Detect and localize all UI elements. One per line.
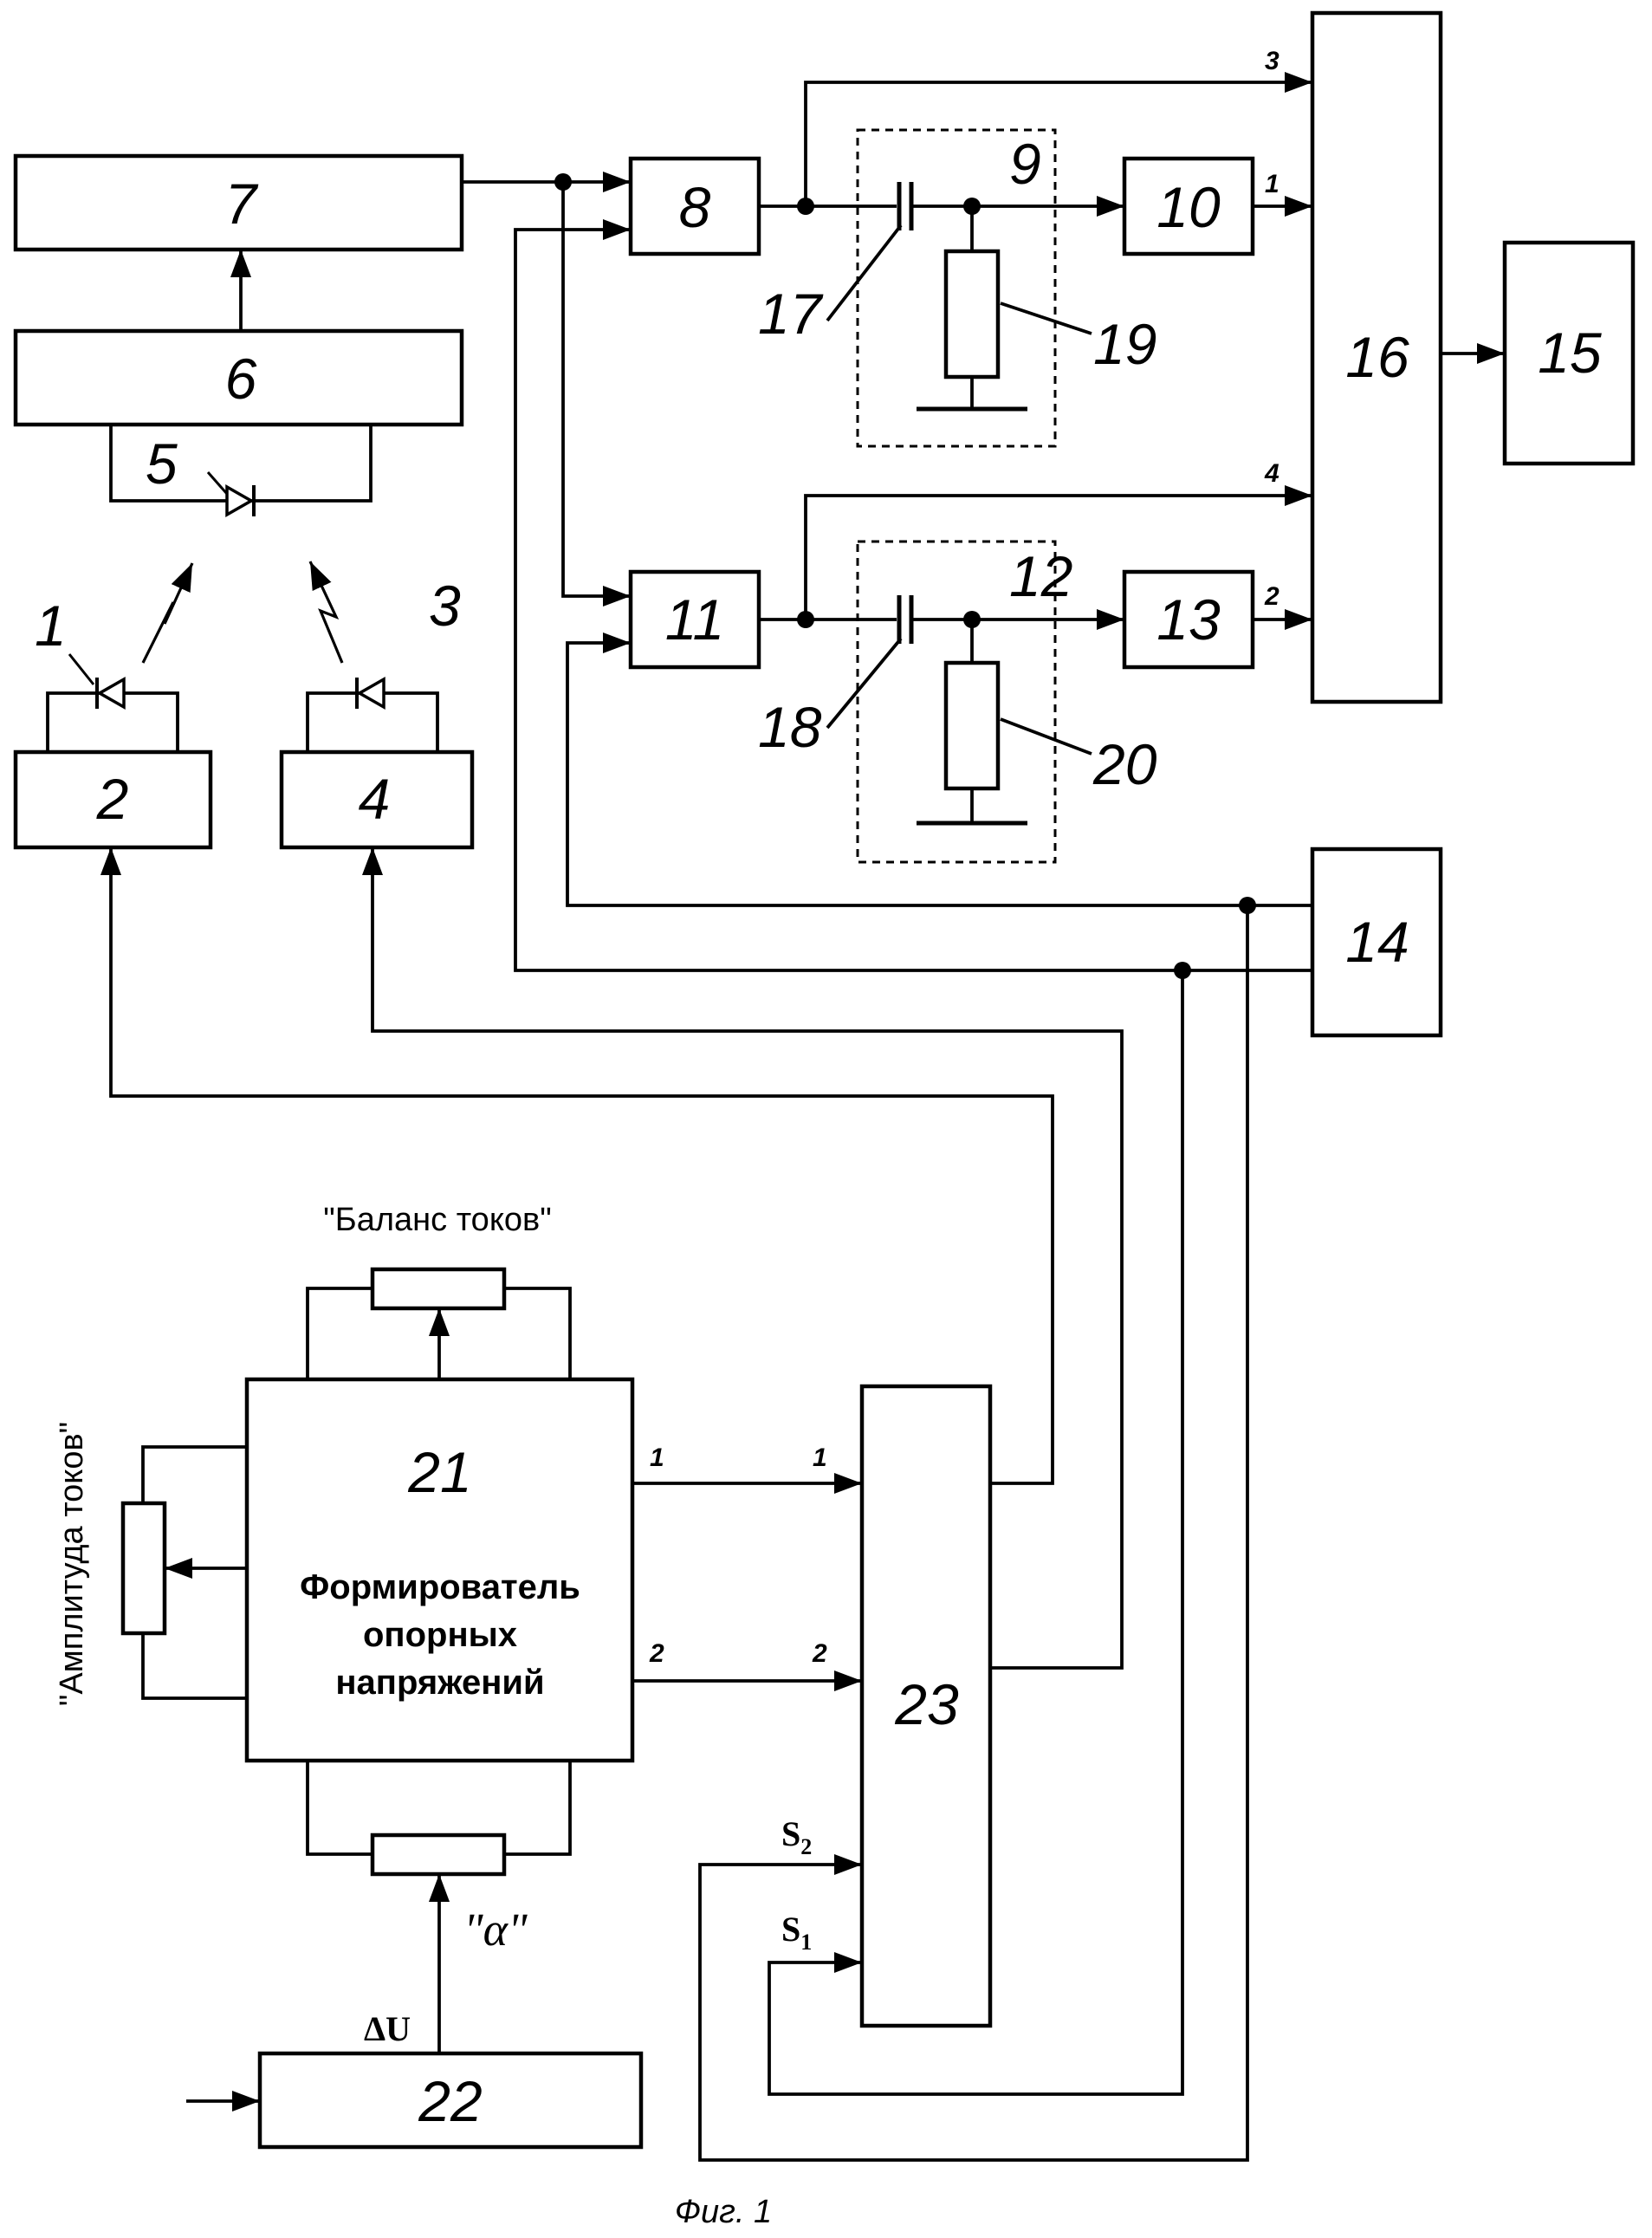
label-10: 10 [1156,175,1221,239]
pot-alpha [373,1835,504,1874]
label-19: 19 [1093,312,1156,376]
block21-line2: опорных [363,1616,517,1654]
port23-2: 2 [812,1639,827,1668]
label-3: 3 [429,574,461,638]
block21-line1: Формирователь [300,1568,580,1606]
port16-3: 3 [1265,47,1279,75]
photodiode-5-icon [208,472,254,516]
pot-amplitude [123,1503,165,1633]
label-16: 16 [1345,325,1409,389]
pot-balance [373,1269,504,1308]
label-balance: "Баланс токов" [323,1202,551,1238]
label-amplitude: "Амплитуда токов" [54,1422,90,1706]
label-7: 7 [225,172,259,236]
label-8: 8 [679,175,711,239]
label-5: 5 [146,431,178,496]
wire-8-to-16-in3 [806,82,1312,206]
port16-1: 1 [1265,170,1279,198]
label-12: 12 [1009,544,1072,608]
label-21: 21 [407,1440,471,1504]
light-ray-3-icon [310,561,342,663]
port21-1: 1 [650,1443,664,1472]
light-ray-1-icon [143,563,192,663]
label-15: 15 [1538,321,1602,385]
port23-1: 1 [813,1443,827,1472]
label-14: 14 [1345,910,1409,974]
wire-7-to-11 [563,182,631,596]
port21-2: 2 [649,1639,664,1668]
wire-14-to-11 [567,643,1312,905]
label-6: 6 [225,347,257,411]
label-13: 13 [1156,587,1221,652]
label-22: 22 [418,2069,482,2133]
led-3-icon [357,678,384,709]
label-4: 4 [359,767,391,831]
label-17: 17 [758,282,824,346]
label-1: 1 [35,594,67,658]
port16-2: 2 [1264,582,1279,611]
block21-line3: напряжений [335,1664,544,1702]
signal-s2: S2 [781,1814,812,1859]
figure-caption: Фиг. 1 [675,2194,772,2230]
label-9: 9 [1009,132,1041,196]
wire-14-to-23-s2 [700,905,1247,2160]
resistor-19 [946,251,998,377]
port16-4: 4 [1264,459,1279,488]
signal-s1: S1 [781,1910,812,1955]
label-23: 23 [894,1672,959,1736]
label-delta-u: ΔU [364,2009,411,2048]
label-20: 20 [1092,732,1157,796]
label-11: 11 [665,587,725,652]
label-2: 2 [96,767,129,831]
label-18: 18 [758,695,822,759]
led-1-icon [69,654,124,709]
label-alpha: "α" [463,1904,528,1956]
resistor-20 [946,663,998,788]
